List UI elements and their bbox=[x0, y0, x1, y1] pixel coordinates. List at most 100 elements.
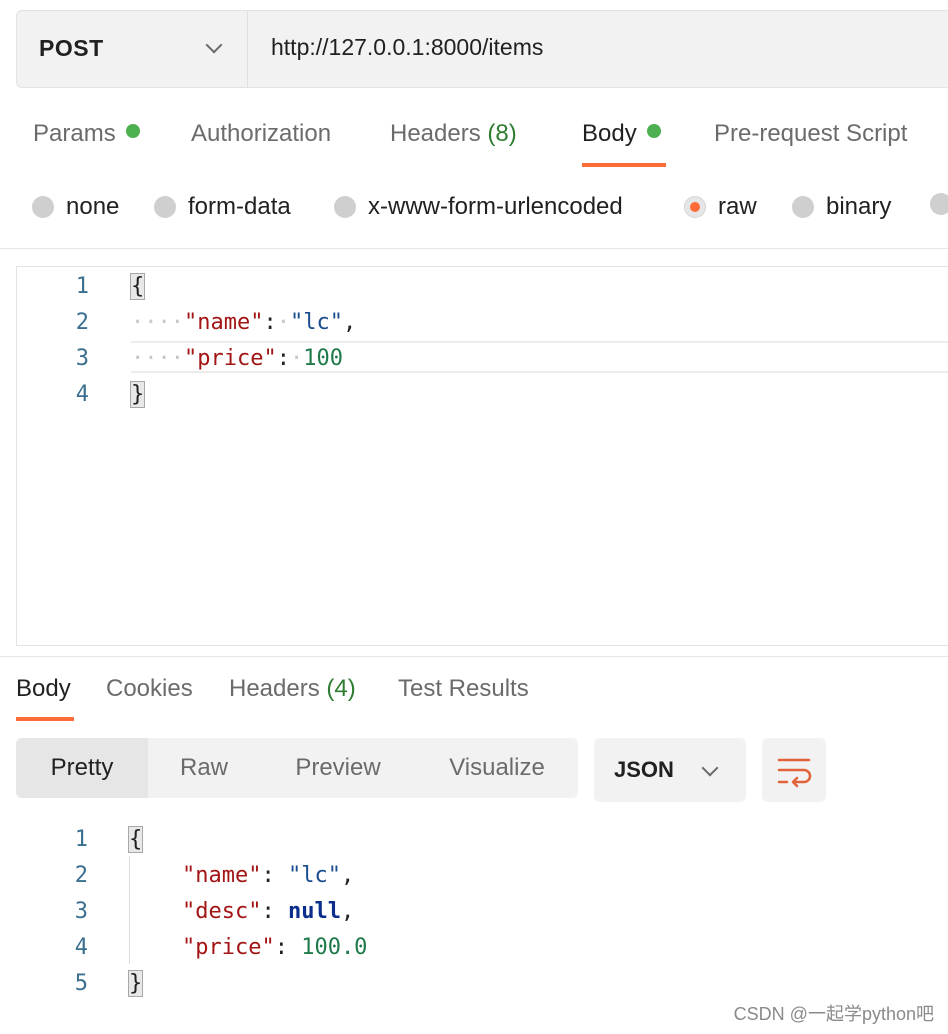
response-tab-cookies-label: Cookies bbox=[106, 675, 193, 702]
line-number: 2 bbox=[75, 310, 89, 335]
radio-form-data-label: form-data bbox=[188, 193, 291, 220]
whitespace-marker: · bbox=[289, 346, 304, 371]
tab-body[interactable]: Body bbox=[582, 120, 661, 148]
code-line-4: } bbox=[129, 377, 146, 413]
tab-body-label: Body bbox=[582, 120, 637, 147]
indent-guide bbox=[129, 856, 130, 964]
radio-icon bbox=[334, 196, 356, 218]
view-mode-pretty[interactable]: Pretty bbox=[16, 738, 148, 798]
tab-headers-count: (8) bbox=[487, 120, 517, 147]
wrap-lines-button[interactable] bbox=[762, 738, 826, 802]
json-number: 100 bbox=[303, 346, 343, 371]
response-tab-body[interactable]: Body bbox=[16, 675, 71, 703]
active-tab-underline bbox=[582, 163, 666, 167]
view-mode-selector: Pretty Raw Preview Visualize bbox=[16, 738, 578, 798]
whitespace-marker: ···· bbox=[131, 346, 184, 371]
radio-x-www-form-urlencoded[interactable]: x-www-form-urlencoded bbox=[334, 193, 623, 221]
json-null: null bbox=[287, 899, 341, 924]
status-dot-icon bbox=[646, 124, 661, 138]
format-select[interactable]: JSON bbox=[594, 738, 746, 802]
divider bbox=[0, 656, 948, 657]
code-line-5: } bbox=[127, 966, 144, 1002]
response-body-viewer: 1 2 3 4 5 { "name": "lc", "desc": null, … bbox=[0, 820, 948, 1010]
radio-selected-icon bbox=[684, 196, 706, 218]
line-number: 3 bbox=[74, 899, 88, 924]
radio-none-label: none bbox=[66, 193, 120, 220]
radio-graphql[interactable] bbox=[930, 193, 948, 215]
json-key: "desc" bbox=[181, 899, 262, 924]
line-number: 5 bbox=[74, 971, 88, 996]
radio-urlencoded-label: x-www-form-urlencoded bbox=[368, 193, 623, 220]
radio-binary-label: binary bbox=[826, 193, 892, 220]
json-key: "price" bbox=[183, 346, 277, 371]
radio-icon bbox=[32, 196, 54, 218]
code-line-3: "desc": null, bbox=[129, 894, 354, 930]
tab-authorization-label: Authorization bbox=[191, 120, 332, 147]
radio-icon bbox=[154, 196, 176, 218]
radio-icon bbox=[930, 193, 948, 215]
response-tab-body-label: Body bbox=[16, 675, 71, 702]
open-brace: { bbox=[127, 826, 144, 853]
colon: : bbox=[274, 935, 302, 960]
json-key: "name" bbox=[183, 310, 264, 335]
view-mode-raw[interactable]: Raw bbox=[179, 754, 228, 781]
response-tab-cookies[interactable]: Cookies bbox=[106, 675, 193, 703]
radio-none[interactable]: none bbox=[32, 193, 119, 221]
chevron-down-icon bbox=[701, 759, 719, 777]
tab-authorization[interactable]: Authorization bbox=[191, 120, 331, 148]
colon: : bbox=[261, 863, 288, 888]
watermark: CSDN @一起学python吧 bbox=[733, 1004, 934, 1024]
comma: , bbox=[340, 899, 355, 924]
code-line-1: { bbox=[127, 822, 144, 858]
response-tab-headers-label: Headers bbox=[229, 675, 320, 702]
json-number: 100.0 bbox=[301, 935, 368, 960]
code-line-2: ····"name":·"lc", bbox=[131, 305, 356, 341]
comma: , bbox=[342, 310, 357, 335]
close-brace: } bbox=[127, 970, 144, 997]
open-brace: { bbox=[129, 273, 146, 300]
view-mode-visualize[interactable]: Visualize bbox=[449, 754, 545, 781]
method-label: POST bbox=[39, 35, 104, 61]
divider bbox=[0, 248, 948, 249]
tab-params-label: Params bbox=[33, 120, 116, 147]
response-tab-headers[interactable]: Headers (4) bbox=[229, 675, 356, 703]
response-tab-test-results-label: Test Results bbox=[398, 675, 529, 702]
line-number: 2 bbox=[74, 863, 88, 888]
status-dot-icon bbox=[125, 124, 140, 138]
radio-form-data[interactable]: form-data bbox=[154, 193, 291, 221]
whitespace-marker: ···· bbox=[131, 310, 184, 335]
tab-params[interactable]: Params bbox=[33, 120, 140, 148]
wrap-lines-icon bbox=[777, 758, 812, 788]
tab-headers-label: Headers bbox=[390, 120, 481, 147]
radio-binary[interactable]: binary bbox=[792, 193, 891, 221]
response-tab-headers-count: (4) bbox=[326, 675, 356, 702]
url-input[interactable]: http://127.0.0.1:8000/items bbox=[271, 34, 544, 60]
whitespace-marker: · bbox=[276, 310, 290, 335]
method-select[interactable]: POST bbox=[17, 11, 248, 87]
radio-raw[interactable]: raw bbox=[684, 193, 757, 221]
comma: , bbox=[340, 863, 355, 888]
colon: : bbox=[276, 346, 290, 371]
line-number: 1 bbox=[74, 827, 88, 852]
current-line-highlight bbox=[131, 341, 948, 373]
view-mode-preview[interactable]: Preview bbox=[295, 754, 381, 781]
tab-headers[interactable]: Headers (8) bbox=[390, 120, 517, 148]
chevron-down-icon bbox=[205, 36, 223, 54]
response-tab-test-results[interactable]: Test Results bbox=[398, 675, 529, 703]
json-key: "name" bbox=[181, 863, 262, 888]
json-string: "lc" bbox=[287, 863, 341, 888]
request-bar: POST http://127.0.0.1:8000/items bbox=[16, 10, 948, 88]
tab-pre-request-script-label: Pre-request Script bbox=[714, 120, 908, 147]
code-line-2: "name": "lc", bbox=[129, 858, 354, 894]
code-line-1: { bbox=[129, 269, 146, 305]
active-tab-underline bbox=[16, 717, 74, 721]
request-body-editor[interactable]: 1 2 3 4 { ····"name":·"lc", ····"price":… bbox=[16, 266, 948, 646]
tab-pre-request-script[interactable]: Pre-request Script bbox=[714, 120, 907, 148]
colon: : bbox=[263, 310, 277, 335]
code-line-3: ····"price":·100 bbox=[131, 341, 343, 377]
close-brace: } bbox=[129, 381, 146, 408]
line-number: 4 bbox=[74, 935, 88, 960]
radio-raw-label: raw bbox=[718, 193, 757, 220]
code-line-4: "price": 100.0 bbox=[129, 930, 367, 966]
colon: : bbox=[261, 899, 288, 924]
